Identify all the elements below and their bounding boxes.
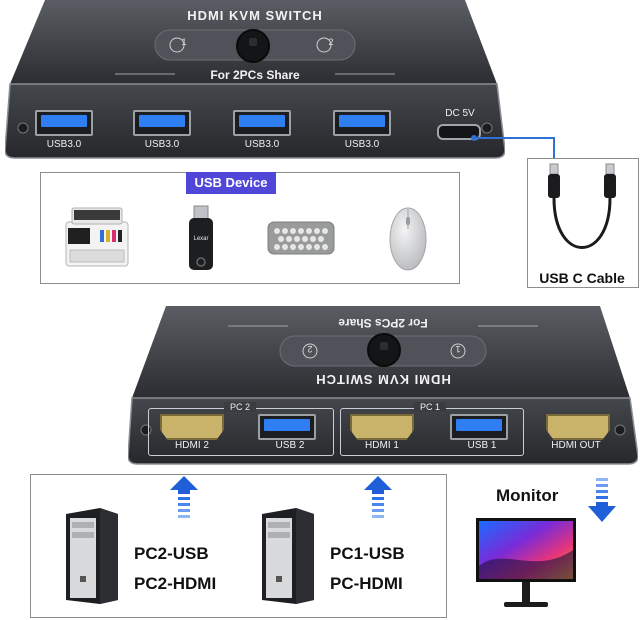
bottom-button-2-label: 2 <box>307 344 313 354</box>
cable-connector-line <box>471 135 555 162</box>
bottom-switch-title: HDMI KVM SWITCH <box>315 372 451 387</box>
down-arrow-icon <box>588 478 616 522</box>
usb-port-4-label: USB3.0 <box>344 139 380 150</box>
usb-port-3 <box>233 110 291 136</box>
pc1-hdmi-label: PC-HDMI <box>330 574 403 593</box>
flash-drive-icon: Lexar <box>189 205 213 270</box>
mouse-icon <box>389 207 427 271</box>
bottom-share-text: For 2PCs Share <box>338 316 428 330</box>
usb-2-port <box>258 414 316 440</box>
up-arrow-icon <box>170 476 198 518</box>
usb-device-tag: USB Device <box>186 172 276 194</box>
cable-label: USB C Cable <box>539 270 625 286</box>
usb-1-label: USB 1 <box>467 440 497 451</box>
pc1-group-label: PC 1 <box>414 402 446 412</box>
power-label: DC 5V <box>445 108 475 119</box>
pc2-usb-label: PC2-USB <box>134 544 209 563</box>
usb-port-1-label: USB3.0 <box>46 139 82 150</box>
top-switch-title: HDMI KVM SWITCH <box>187 8 323 23</box>
top-share-text: For 2PCs Share <box>210 68 300 82</box>
top-button-1-label: 1 <box>181 37 187 47</box>
pc1-tower-icon <box>262 508 314 604</box>
bottom-kvm-switch: For 2PCs Share 2 1 HDMI KVM SWITCH PC 2 … <box>127 306 639 466</box>
usb-1-port <box>450 414 508 440</box>
bottom-switch-body <box>127 306 639 465</box>
monitor-label: Monitor <box>496 486 559 505</box>
hdmi-2-port <box>160 414 224 440</box>
usb-port-2 <box>133 110 191 136</box>
pc2-group-label: PC 2 <box>224 402 256 412</box>
cable-panel <box>527 158 639 288</box>
usb-c-port <box>437 124 481 140</box>
hdmi-out-port <box>546 414 610 440</box>
usb-port-3-label: USB3.0 <box>244 139 280 150</box>
keyboard-icon <box>267 221 335 255</box>
usb-port-1 <box>35 110 93 136</box>
up-arrow-icon <box>364 476 392 518</box>
usb-c-cable-icon <box>548 163 616 249</box>
bottom-button-1-label: 1 <box>455 344 461 354</box>
monitor-icon <box>476 518 576 607</box>
pc2-tower-icon <box>66 508 118 604</box>
pc2-hdmi-label: PC2-HDMI <box>134 574 217 593</box>
hdmi-out-label: HDMI OUT <box>551 440 601 451</box>
flash-drive-brand: Lexar <box>193 236 208 242</box>
printer-icon <box>65 207 129 267</box>
usb-port-4 <box>333 110 391 136</box>
pc1-usb-label: PC1-USB <box>330 544 405 563</box>
top-button-2-label: 2 <box>328 37 334 47</box>
hdmi-1-port <box>350 414 414 440</box>
hdmi-1-label: HDMI 1 <box>365 440 399 451</box>
usb-2-label: USB 2 <box>275 440 305 451</box>
hdmi-2-label: HDMI 2 <box>175 440 209 451</box>
usb-port-2-label: USB3.0 <box>144 139 180 150</box>
top-kvm-switch: HDMI KVM SWITCH 1 2 For 2PCs Share USB3.… <box>4 0 506 160</box>
